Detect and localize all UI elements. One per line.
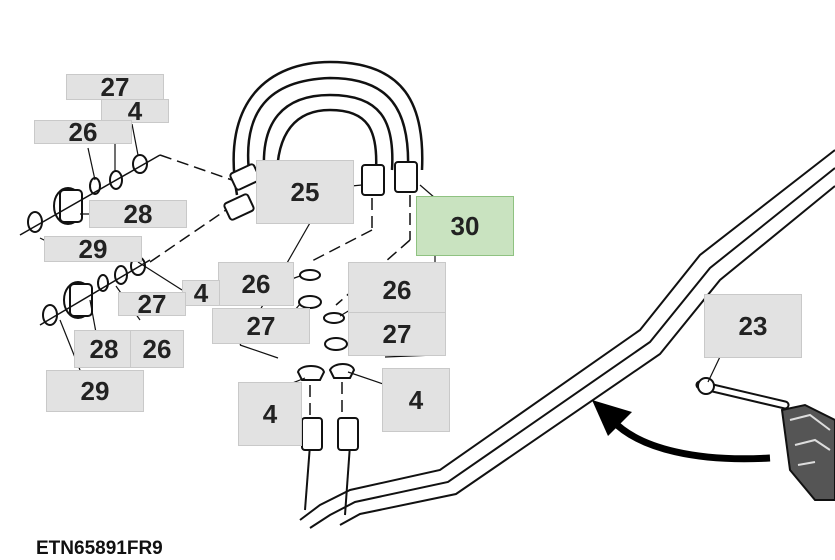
callout-26-center-right: 26 [348, 262, 446, 318]
callout-28-bottom-left: 28 [74, 330, 134, 368]
hose-fittings [223, 161, 418, 451]
callout-29-top-left: 29 [44, 234, 142, 264]
bolt-and-bracket [695, 377, 835, 501]
callout-30: 30 [416, 196, 514, 256]
diagram-reference-code: ETN65891FR9 [36, 538, 163, 559]
callout-4-bottom-center-right: 4 [382, 368, 450, 432]
hydraulic-tubes [299, 149, 835, 529]
left-axis-lines [19, 154, 233, 326]
callout-26-center-left: 26 [218, 262, 294, 306]
callout-25: 25 [256, 160, 354, 224]
center-o-rings [296, 269, 356, 381]
callout-23: 23 [704, 294, 802, 358]
callout-27-top-left: 27 [66, 72, 164, 102]
callout-26-bottom-left: 26 [130, 330, 184, 368]
callout-4-top-left: 4 [101, 96, 169, 126]
direction-arrow [592, 400, 771, 463]
callout-27-center-left: 27 [212, 308, 310, 344]
callout-4-bottom-center-left: 4 [238, 382, 302, 446]
callout-4-mid-left: 4 [182, 278, 220, 308]
callout-27-center-right: 27 [348, 312, 446, 356]
u-hoses [232, 60, 424, 196]
callout-26-top-left: 26 [34, 117, 132, 147]
callout-28-top-left: 28 [89, 199, 187, 229]
callout-29-bottom-left: 29 [46, 370, 144, 412]
callout-27-mid-left: 27 [118, 289, 186, 319]
